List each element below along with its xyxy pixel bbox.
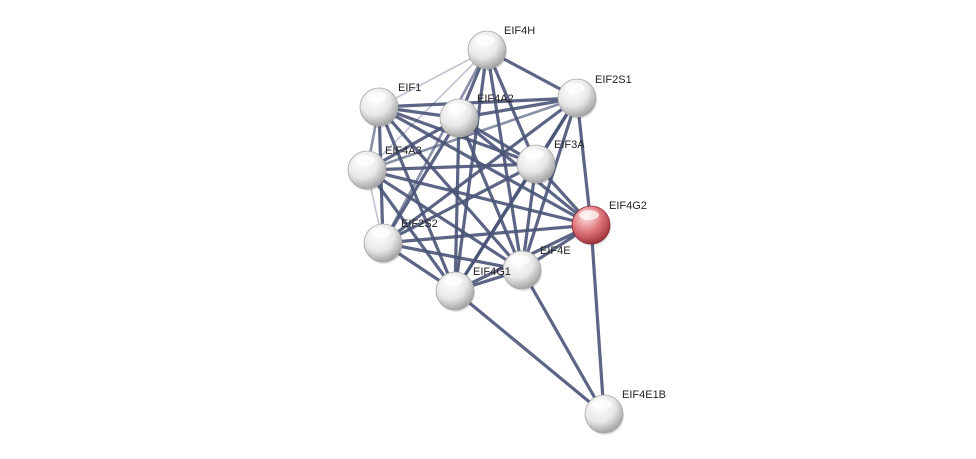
node-eif4g1[interactable]: EIF4G1 [435,266,511,312]
edge-eif4a3-eif3a [366,162,537,172]
node-highlight [367,92,387,102]
edge-eif3a-eif2s2 [382,162,537,245]
node-highlight [475,35,495,45]
edge-eif4h-eif3a [485,49,538,165]
edge-eif2s1-eif4e [520,97,579,271]
node-highlight [565,83,585,93]
node-eif4a2[interactable]: EIF4A2 [439,93,514,139]
node-label: EIF4A3 [385,145,422,157]
edge-eif4h-eif1 [378,49,488,108]
node-label: EIF4G2 [609,200,647,212]
edge-eif4a3-eif4g1 [365,169,457,292]
node-highlight [371,228,391,238]
edge-eif4a2-eif2s2 [381,117,461,244]
edge-eif4a3-eif4g2 [366,168,592,227]
node-highlight [510,255,530,265]
node-label: EIF4H [504,25,535,37]
node-highlight [592,399,612,409]
node-eif4e1b[interactable]: EIF4E1B [584,389,666,435]
edge-eif1-eif4e [377,105,524,272]
node-label: EIF4E1B [622,389,666,401]
node-eif2s1[interactable]: EIF2S1 [557,74,632,119]
node-label: EIF2S1 [595,74,632,86]
node-label: EIF3A [554,139,585,151]
node-eif4a3[interactable]: EIF4A3 [347,145,422,191]
edge-eif3a-eif4g1 [453,163,538,292]
node-eif2s2[interactable]: EIF2S2 [363,218,438,264]
edge-eif4h-eif4e [485,49,524,271]
node-eif1[interactable]: EIF1 [359,82,421,128]
edge-eif4g2-eif4e1b [589,224,606,415]
node-highlight [443,276,463,286]
node-highlight [355,155,375,165]
edge-eif4g2-eif2s2 [382,223,592,245]
node-label: EIF1 [398,82,421,94]
node-highlight [579,210,599,220]
node-eif4e[interactable]: EIF4E [502,245,571,291]
edge-eif4g1-eif4e1b [453,289,606,416]
edge-eif4h-eif4a3 [366,49,488,171]
edge-eif2s1-eif4a3 [366,96,578,172]
node-eif4g2[interactable]: EIF4G2 [571,200,647,246]
edge-eif2s1-eif4a2 [458,96,578,120]
edge-eif4a2-eif4e [457,117,524,271]
node-highlight [524,149,544,159]
edge-eif4a3-eif4e [366,168,523,272]
edge-eif2s2-eif4e [382,241,523,272]
node-label: EIF2S2 [401,218,438,230]
node-eif4h[interactable]: EIF4H [467,25,535,71]
node-label: EIF4E [540,245,571,257]
node-label: EIF4G1 [473,266,511,278]
edge-eif4e-eif4e1b [520,269,606,415]
node-eif3a[interactable]: EIF3A [516,139,585,185]
node-highlight [447,103,467,113]
edge-eif2s1-eif1 [378,96,578,109]
node-label: EIF4A2 [477,93,514,105]
edge-eif2s1-eif4g2 [575,97,593,226]
edge-eif4h-eif4g1 [453,49,489,292]
edge-eif1-eif4g1 [377,106,457,292]
